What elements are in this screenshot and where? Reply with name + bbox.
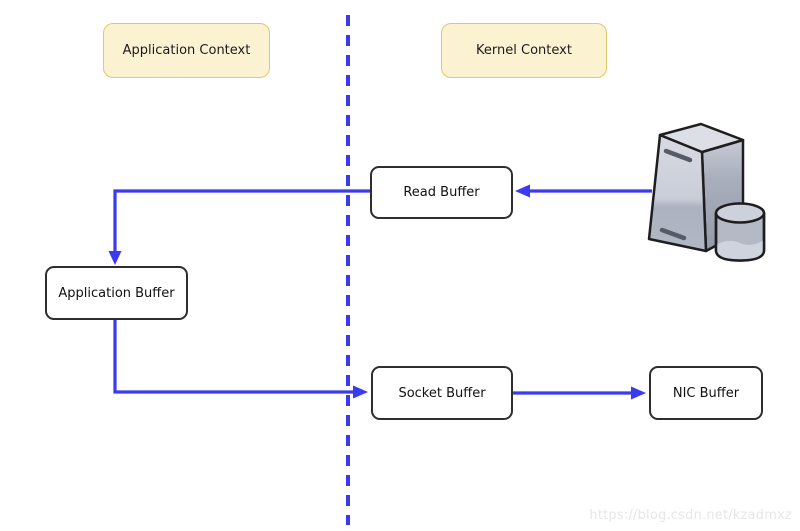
node-read-buffer: Read Buffer xyxy=(370,166,513,219)
server-database-icon xyxy=(647,122,766,262)
node-nic-buffer: NIC Buffer xyxy=(649,366,763,420)
watermark-url: https://blog.csdn.net/kzadmxz xyxy=(589,508,792,523)
edge-socket-buffer-to-nic-buffer xyxy=(513,386,646,400)
edge-application-buffer-to-socket-buffer xyxy=(113,320,368,399)
edge-read-buffer-to-application-buffer xyxy=(108,189,370,265)
edge-server-to-read-buffer xyxy=(515,184,652,198)
node-socket-buffer: Socket Buffer xyxy=(371,366,513,420)
context-box-application: Application Context xyxy=(103,23,270,78)
context-box-kernel: Kernel Context xyxy=(441,23,607,78)
node-application-buffer: Application Buffer xyxy=(45,266,188,320)
database-cylinder-icon xyxy=(714,202,766,262)
